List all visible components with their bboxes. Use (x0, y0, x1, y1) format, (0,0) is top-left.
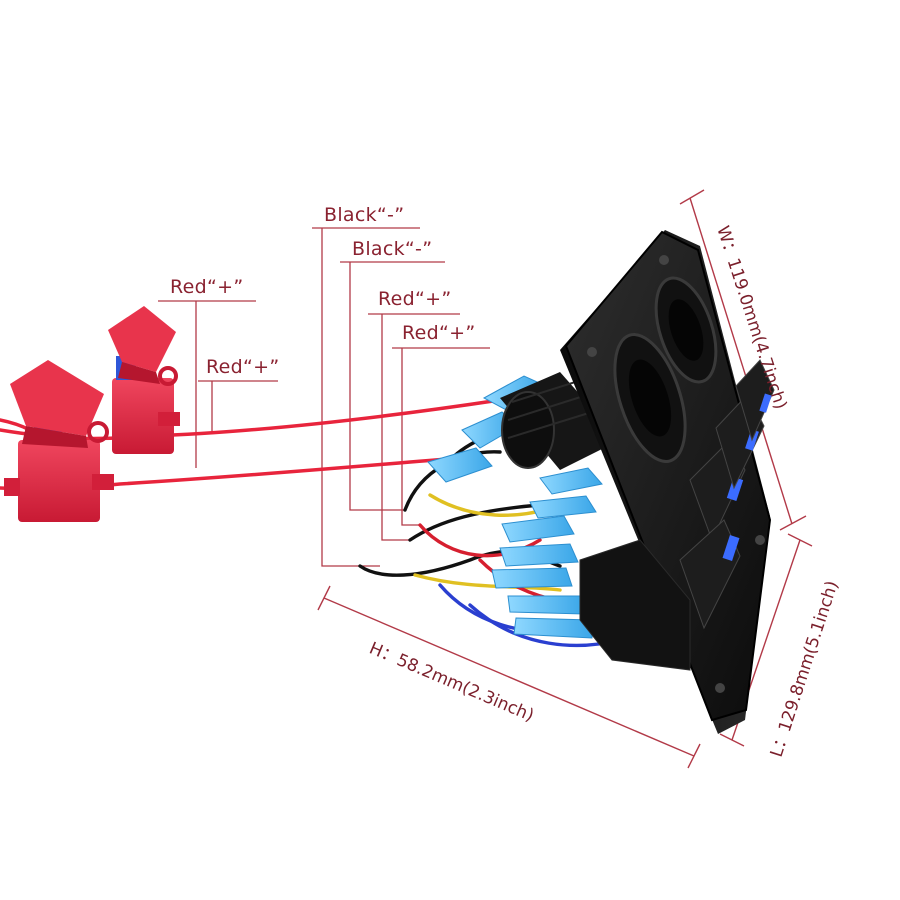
label-black-2: Black“-” (352, 238, 433, 260)
label-black-1: Black“-” (324, 204, 405, 226)
socket-barrel (500, 372, 620, 470)
power-socket-2 (654, 276, 718, 384)
rocker-switches (679, 359, 775, 630)
switch-back-box (579, 539, 691, 671)
label-red-4: Red“+” (206, 356, 280, 378)
dimension-lines (317, 189, 813, 769)
fuse-holder-lower (4, 360, 114, 522)
blue-terminals (427, 375, 603, 639)
fuse-holder-upper (108, 306, 180, 454)
annotation-leader-lines (158, 227, 490, 567)
power-socket-1 (613, 333, 687, 463)
switch-panel (560, 230, 775, 734)
label-red-1: Red“+” (170, 276, 244, 298)
label-red-3: Red“+” (402, 322, 476, 344)
label-red-2: Red“+” (378, 288, 452, 310)
